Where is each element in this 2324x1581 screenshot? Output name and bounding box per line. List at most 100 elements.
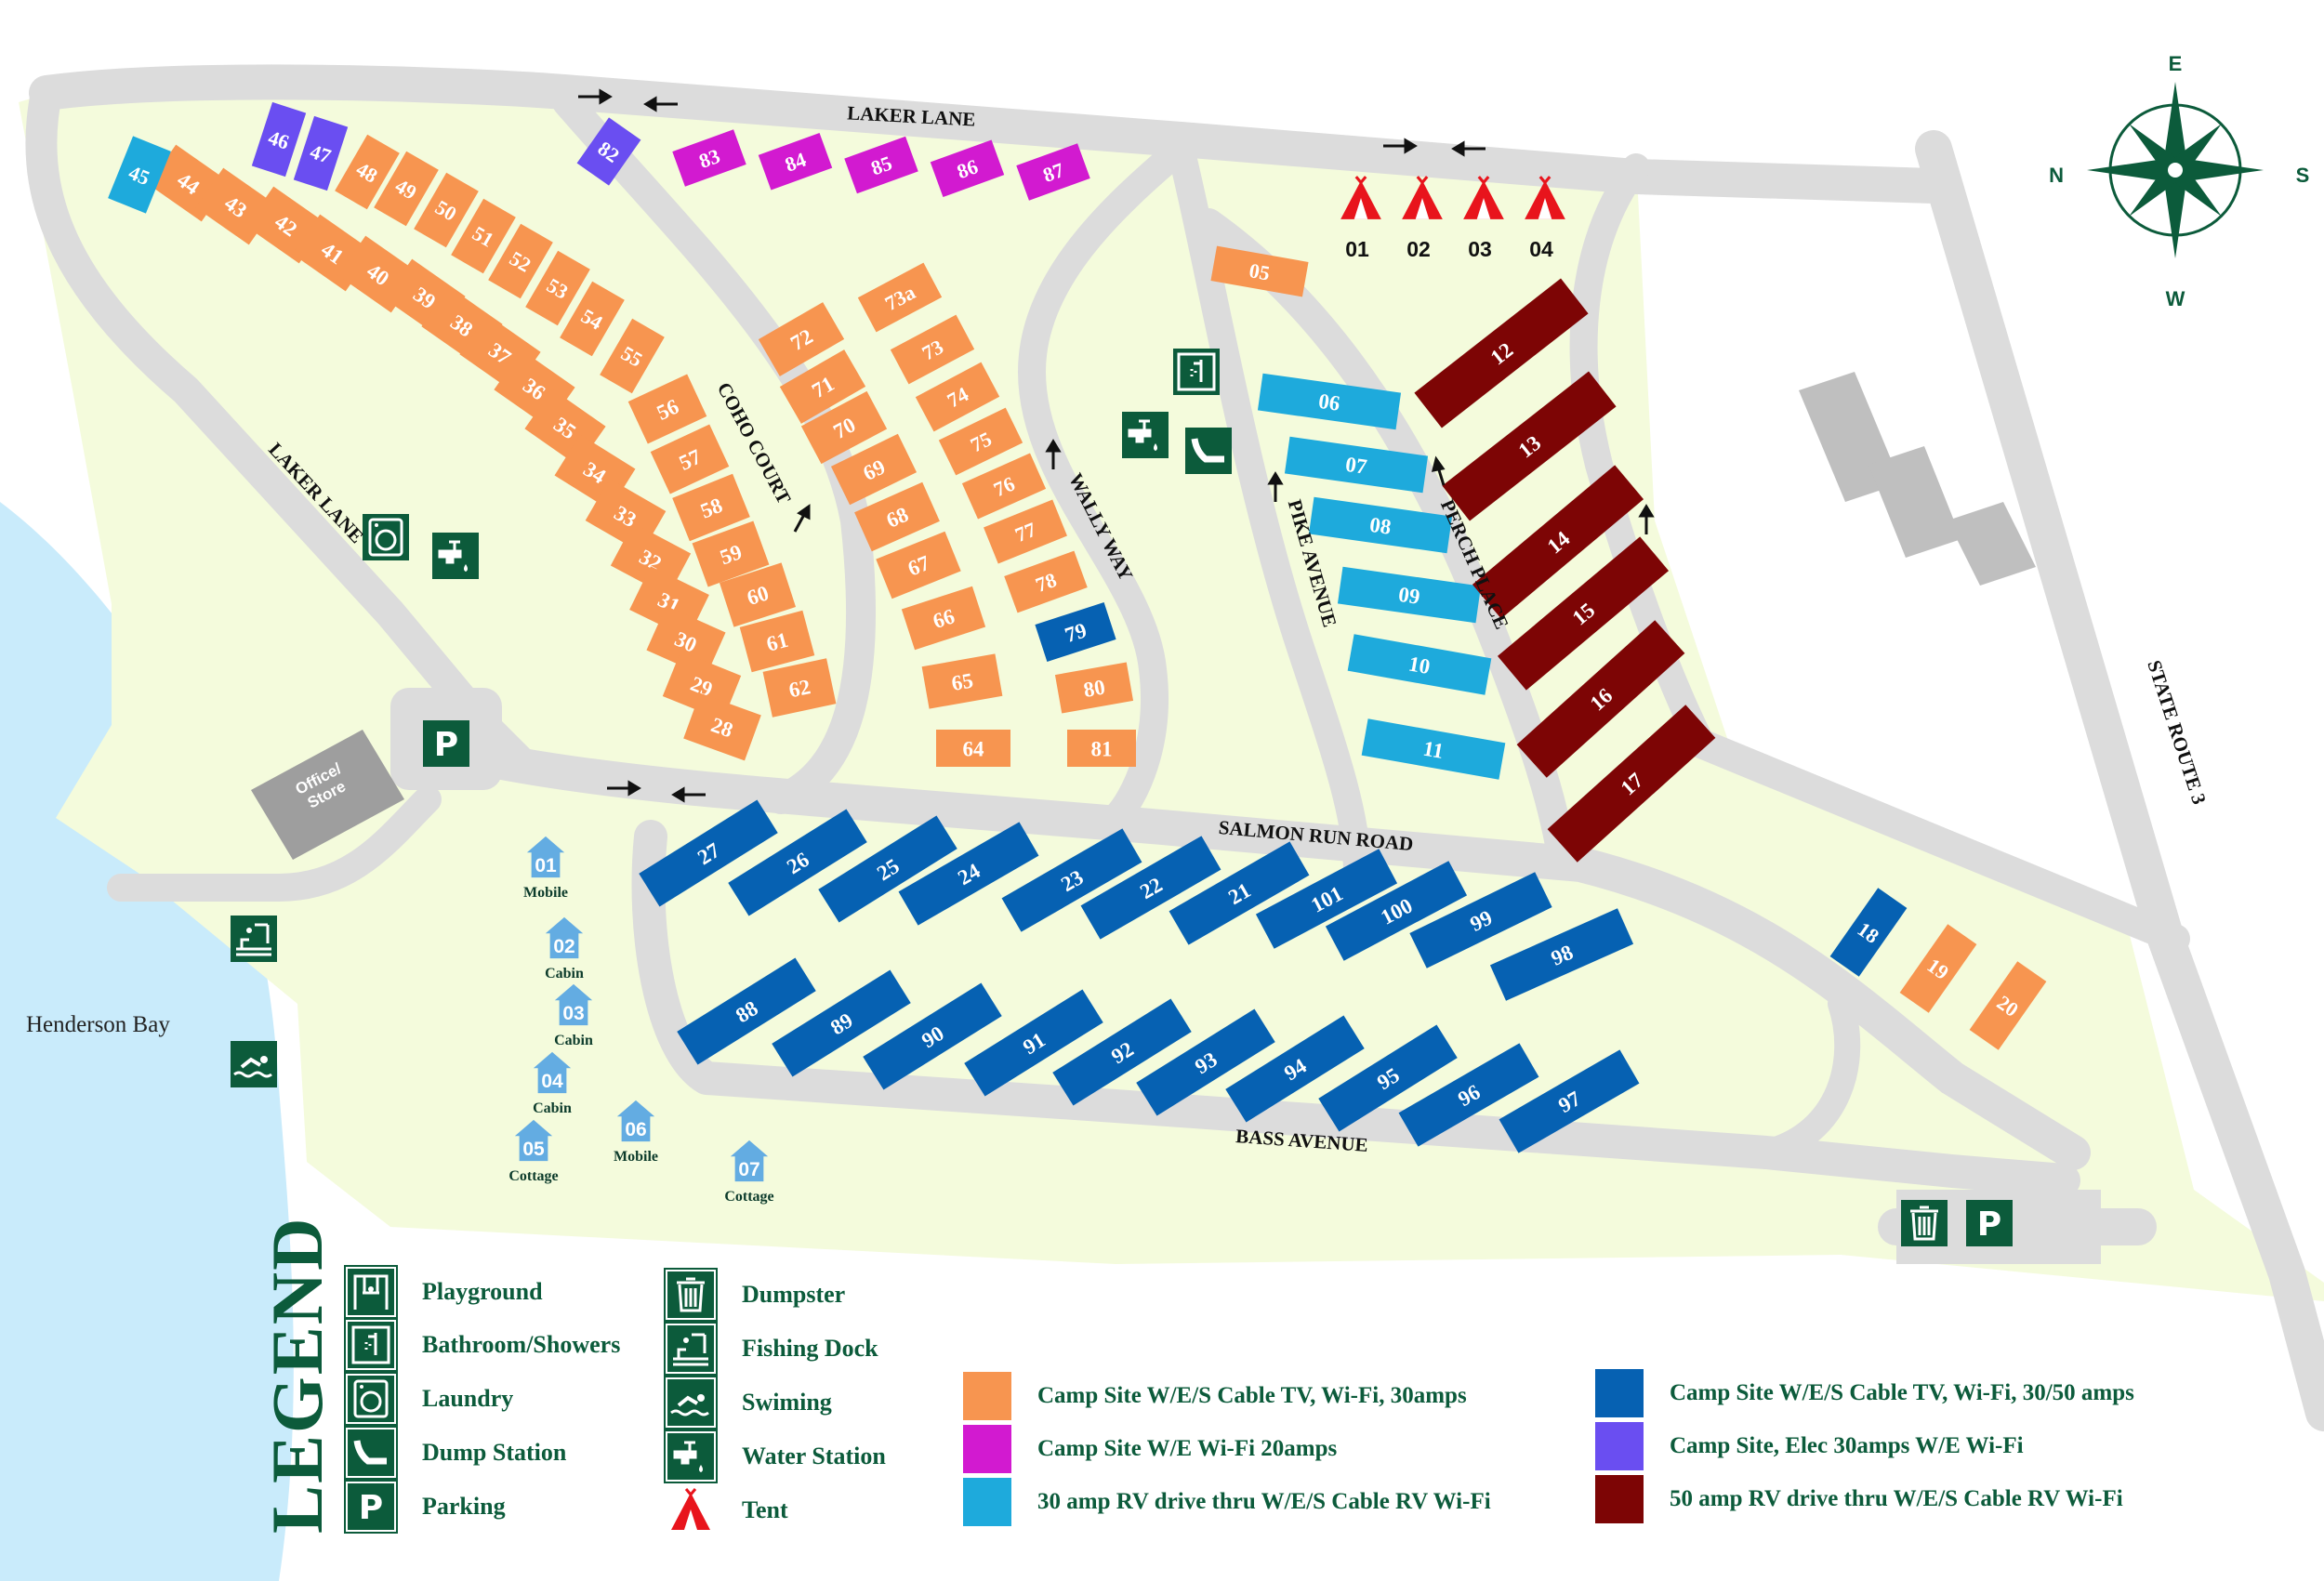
cabin-type-label: Cottage [724,1189,773,1205]
site-09: 09 [1337,566,1482,624]
site-19: 19 [1899,924,1977,1013]
site-80: 80 [1054,662,1134,714]
swimming-icon [664,1376,718,1429]
cabin-type-label: Cottage [508,1168,558,1184]
site-69: 69 [830,433,918,506]
road-state-route-3 [1915,130,2324,1431]
site-25: 25 [818,815,957,923]
east-buildings [1799,372,2036,586]
road-salmon-run [484,744,2091,1170]
site-48: 48 [335,134,400,210]
legend-label: Dumpster [742,1281,846,1308]
site-68: 68 [854,481,940,552]
road-wally-way [1018,135,1195,832]
site-79: 79 [1035,601,1116,663]
legend-category-purple: Camp Site, Elec 30amps W/E Wi-Fi [1595,1422,2024,1470]
site-73a: 73a [857,262,943,333]
cabin-number: 04 [541,1071,563,1092]
site-78: 78 [1004,550,1088,613]
arrow-icon [793,504,811,533]
site-08: 08 [1308,496,1453,554]
legend-bathroom: Bathroom/Showers [344,1318,620,1372]
water-station-icon [432,533,479,579]
tent-number: 04 [1529,237,1553,261]
site-58: 58 [672,473,750,542]
arrow-icon [671,786,706,803]
legend-dumpster: Dumpster [664,1268,846,1322]
legend-playground: Playground [344,1265,543,1319]
tent-number: 02 [1406,237,1431,261]
fishing-dock-icon [664,1322,718,1376]
site-14: 14 [1472,465,1644,619]
site-47: 47 [293,115,349,191]
tent-number: 03 [1468,237,1492,261]
site-84: 84 [758,132,833,191]
cabin-type-label: Mobile [614,1149,658,1165]
arrow-icon [607,780,641,797]
site-86: 86 [930,139,1005,198]
swatch-magenta [963,1425,1011,1473]
water-station-icon [1122,412,1169,458]
cabins: 01Mobile02Cabin03Cabin04Cabin05Cottage06… [508,836,774,1205]
site-76: 76 [961,453,1047,520]
legend-tent: Tent [666,1485,788,1535]
swimming-icon [231,1041,277,1087]
legend-label: Swiming [742,1389,832,1416]
site-95: 95 [1318,1024,1458,1132]
compass-s: S [2296,164,2310,187]
site-67: 67 [876,531,961,599]
site-10: 10 [1347,634,1492,695]
site-100: 100 [1325,861,1468,961]
legend-dump-station: Dump Station [344,1426,566,1480]
site-81: 81 [1067,730,1136,767]
cabin-number: 06 [625,1119,646,1140]
site-56: 56 [627,374,707,444]
office-store-label: Office/Store [293,759,353,814]
parking-icon [423,720,469,767]
water-station-icon [664,1429,718,1483]
site-17: 17 [1547,705,1716,863]
road-west-spur [107,785,442,902]
arrow-icon [1267,471,1284,502]
site-50: 50 [414,172,479,248]
legend-label: Playground [422,1278,543,1305]
legend-label: Parking [422,1493,506,1520]
site-number: 64 [963,737,985,760]
site-65: 65 [921,653,1003,709]
site-05: 05 [1210,245,1309,297]
site-number: 07 [1344,453,1368,479]
cabin-number: 02 [553,936,574,957]
cabin-number: 05 [522,1139,545,1160]
playground-icon [344,1265,398,1319]
site-number: 62 [786,675,812,702]
site-16: 16 [1516,620,1685,778]
bay-label: Henderson Bay [26,1012,170,1037]
cabin-number: 07 [738,1159,759,1180]
site-49: 49 [374,151,439,227]
site-22: 22 [1080,836,1221,940]
compass-n: N [2049,164,2064,187]
site-77: 77 [984,499,1067,564]
site-number: 65 [950,668,975,695]
site-20: 20 [1969,961,2047,1050]
site-number: 08 [1368,513,1393,539]
legend-label: Fishing Dock [742,1335,878,1362]
legend-category-cyan: 30 amp RV drive thru W/E/S Cable RV Wi-F… [963,1478,1491,1526]
site-number: 06 [1317,389,1341,415]
cabin-number: 01 [535,855,557,876]
traffic-arrows [578,88,1655,803]
legend-label: Tent [742,1496,788,1523]
site-number: 11 [1421,737,1446,763]
site-85: 85 [844,136,918,194]
road-east-link [1686,729,2190,954]
site-60: 60 [719,562,797,627]
site-99: 99 [1409,872,1552,968]
swatch-cyan [963,1478,1011,1526]
site-61: 61 [739,610,815,673]
